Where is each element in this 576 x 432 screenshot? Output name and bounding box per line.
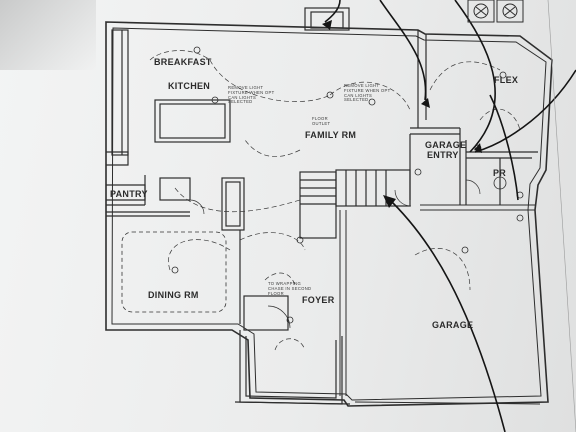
room-label-pantry: PANTRY xyxy=(110,189,148,199)
electrical-arcs xyxy=(149,50,521,351)
room-label-dining-rm: DINING RM xyxy=(148,290,199,300)
fan-symbol-icon xyxy=(467,0,524,23)
exterior-walls xyxy=(105,21,553,407)
garage-walls xyxy=(339,204,541,405)
interior-walls xyxy=(106,7,538,331)
dining-table xyxy=(121,231,227,313)
room-label-kitchen: KITCHEN xyxy=(168,81,211,91)
room-label-foyer: FOYER xyxy=(302,295,335,305)
room-label-flex: FLEX xyxy=(494,75,519,85)
door-swings xyxy=(189,179,481,329)
porch-walls xyxy=(234,330,351,405)
note-floor-outlet: FLOOR OUTLET xyxy=(312,116,331,126)
room-label-pr: PR xyxy=(493,168,507,178)
room-label-breakfast: BREAKFAST xyxy=(154,57,212,67)
note-foyer: TO WRAPPING CHASE IN SECOND FLOOR xyxy=(268,281,312,296)
room-label-garage: GARAGE xyxy=(432,320,474,330)
fixtures xyxy=(171,46,524,324)
marker-arrowheads xyxy=(322,20,482,208)
room-label-garage-entry-line2: ENTRY xyxy=(427,150,459,160)
room-label-garage-entry-line1: GARAGE xyxy=(425,140,467,150)
marker-annotations xyxy=(324,0,576,432)
note-kitchen-fixture: REMOVE LIGHT FIXTURE WHEN OPT CAN LIGHTS… xyxy=(228,85,275,105)
note-family-fixture: REMOVE LIGHT FIXTURE WHEN OPT CAN LIGHTS… xyxy=(344,83,391,103)
room-label-family-rm: FAMILY RM xyxy=(305,130,357,140)
